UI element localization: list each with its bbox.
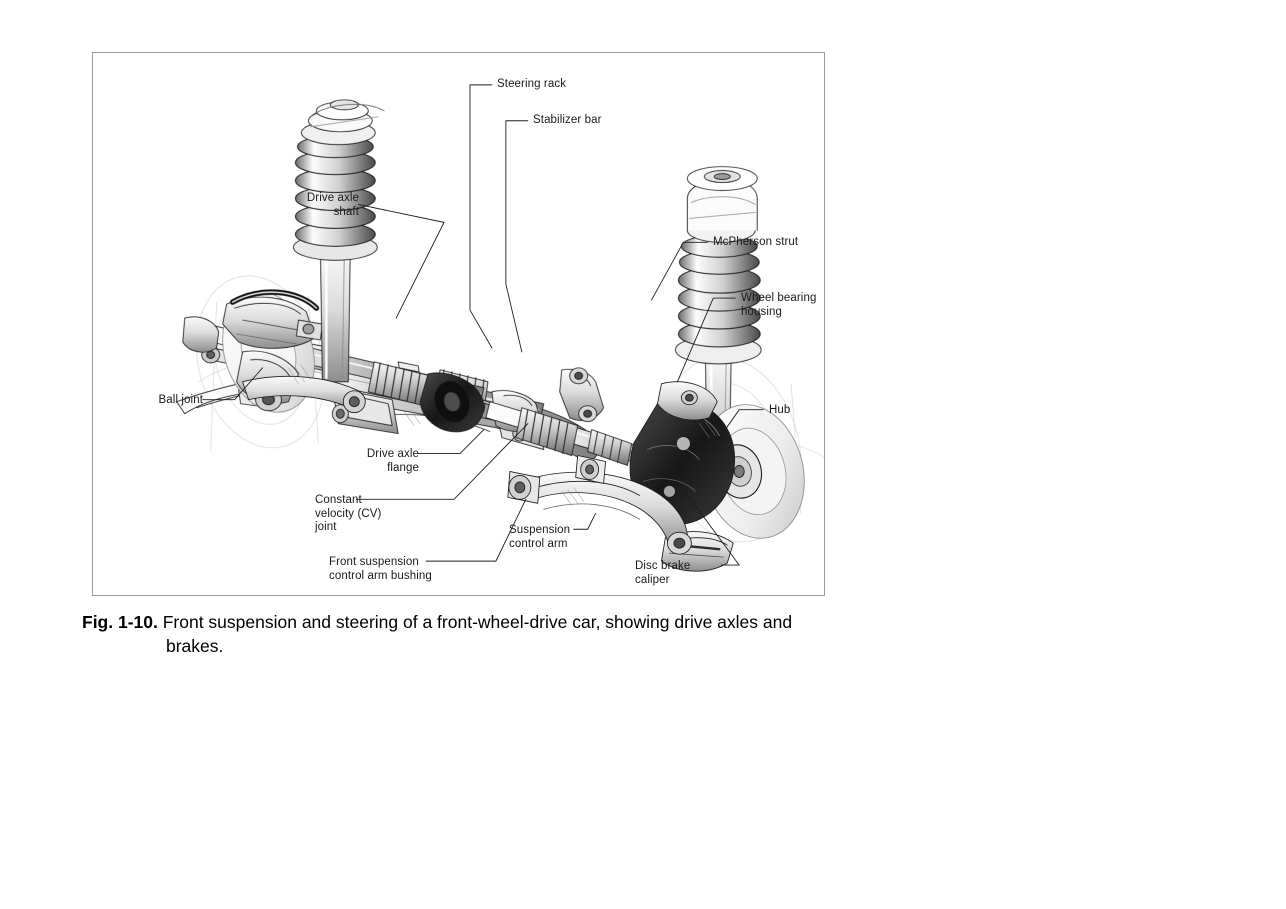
leader-suspension-control-arm (573, 512, 597, 530)
callout-cv-joint: Constant velocity (CV) joint (315, 494, 382, 533)
left-cv-housing (419, 372, 484, 433)
figure-caption-text: Front suspension and steering of a front… (162, 612, 793, 632)
leader-wheel-bearing-housing (676, 297, 736, 383)
leader-stabilizer-bar (505, 120, 529, 353)
figure-number: Fig. 1-10. (82, 612, 163, 632)
callout-drive-axle-flange: Drive axle flange (366, 448, 419, 474)
callout-ball-joint: Ball joint (158, 394, 203, 406)
right-coil-spring (677, 234, 761, 348)
leader-disc-brake-caliper (676, 480, 740, 566)
leader-drive-axle-shaft (357, 203, 445, 319)
left-mcpherson-strut (293, 99, 385, 383)
figure-caption-text-line2: brakes. (166, 636, 224, 656)
left-coil-spring (294, 135, 376, 247)
callout-mcpherson-strut: McPherson strut (713, 236, 799, 248)
leader-cv-joint (355, 423, 529, 500)
callout-hub: Hub (769, 404, 791, 416)
suspension-illustration (176, 84, 824, 572)
right-cv-boot (515, 407, 579, 456)
detail-hatching (288, 363, 716, 506)
leader-mcpherson-strut (651, 241, 708, 301)
callout-stabilizer-bar: Stabilizer bar (533, 114, 602, 126)
right-mcpherson-strut (674, 166, 762, 472)
suspension-control-arms (242, 375, 692, 555)
callout-suspension-control-arm: Suspension control arm (509, 524, 571, 550)
leader-hub (710, 409, 764, 450)
leader-front-susp-bushing (425, 498, 527, 562)
leader-drive-axle-flange (417, 429, 485, 454)
right-wheel-bearing-housing-assembly (629, 381, 805, 572)
left-brake-hub-assembly (222, 289, 323, 413)
figure-caption: Fig. 1-10. Front suspension and steering… (82, 610, 882, 658)
callout-leader-lines (202, 84, 764, 566)
figure-frame: Steering rack Stabilizer bar Drive axle … (92, 52, 825, 596)
callout-steering-rack: Steering rack (497, 78, 567, 90)
callout-front-suspension-control-arm-bushing: Front suspension control arm bushing (329, 556, 432, 582)
leader-ball-joint (202, 367, 263, 401)
callout-drive-axle-shaft: Drive axle shaft (306, 192, 359, 218)
right-cv-boot-inner (587, 429, 632, 466)
callout-disc-brake-caliper: Disc brake caliper (635, 560, 691, 586)
leader-steering-rack (469, 84, 493, 349)
callout-wheel-bearing-housing: Wheel bearing housing (741, 292, 817, 318)
